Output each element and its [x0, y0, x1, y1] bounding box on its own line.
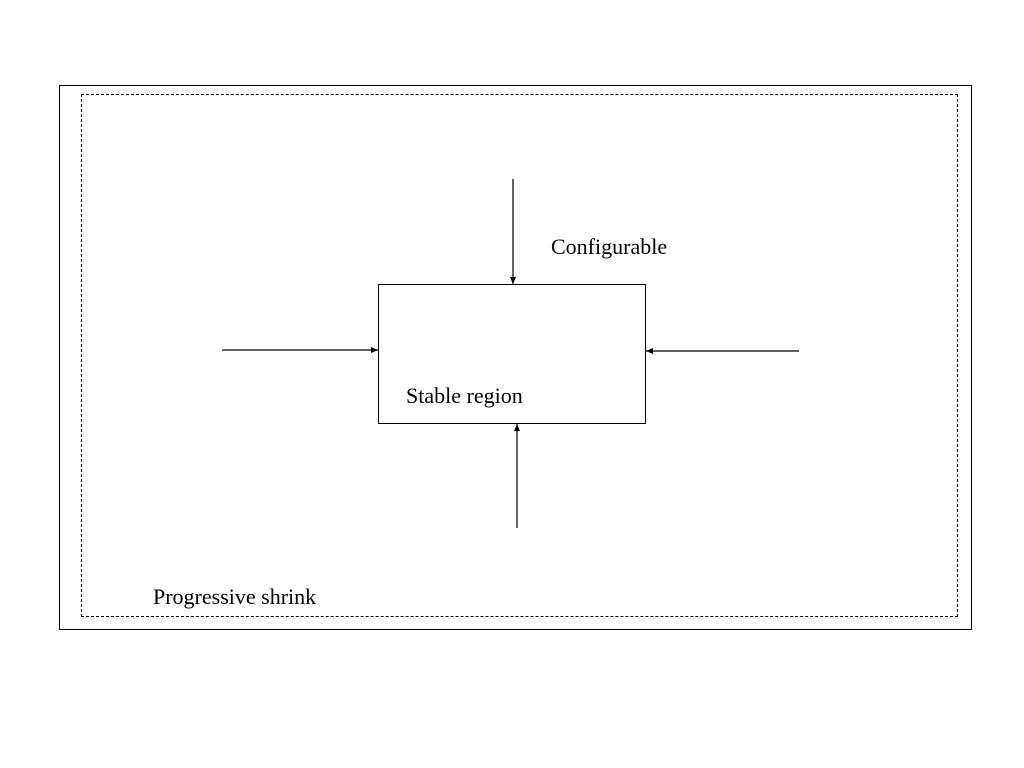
stable-region-box [378, 284, 646, 424]
stable-region-label: Stable region [406, 383, 523, 408]
progressive-shrink-boundary [81, 94, 958, 617]
configurable-label: Configurable [551, 234, 668, 259]
progressive-shrink-label: Progressive shrink [153, 584, 317, 609]
outer-frame [59, 85, 972, 630]
